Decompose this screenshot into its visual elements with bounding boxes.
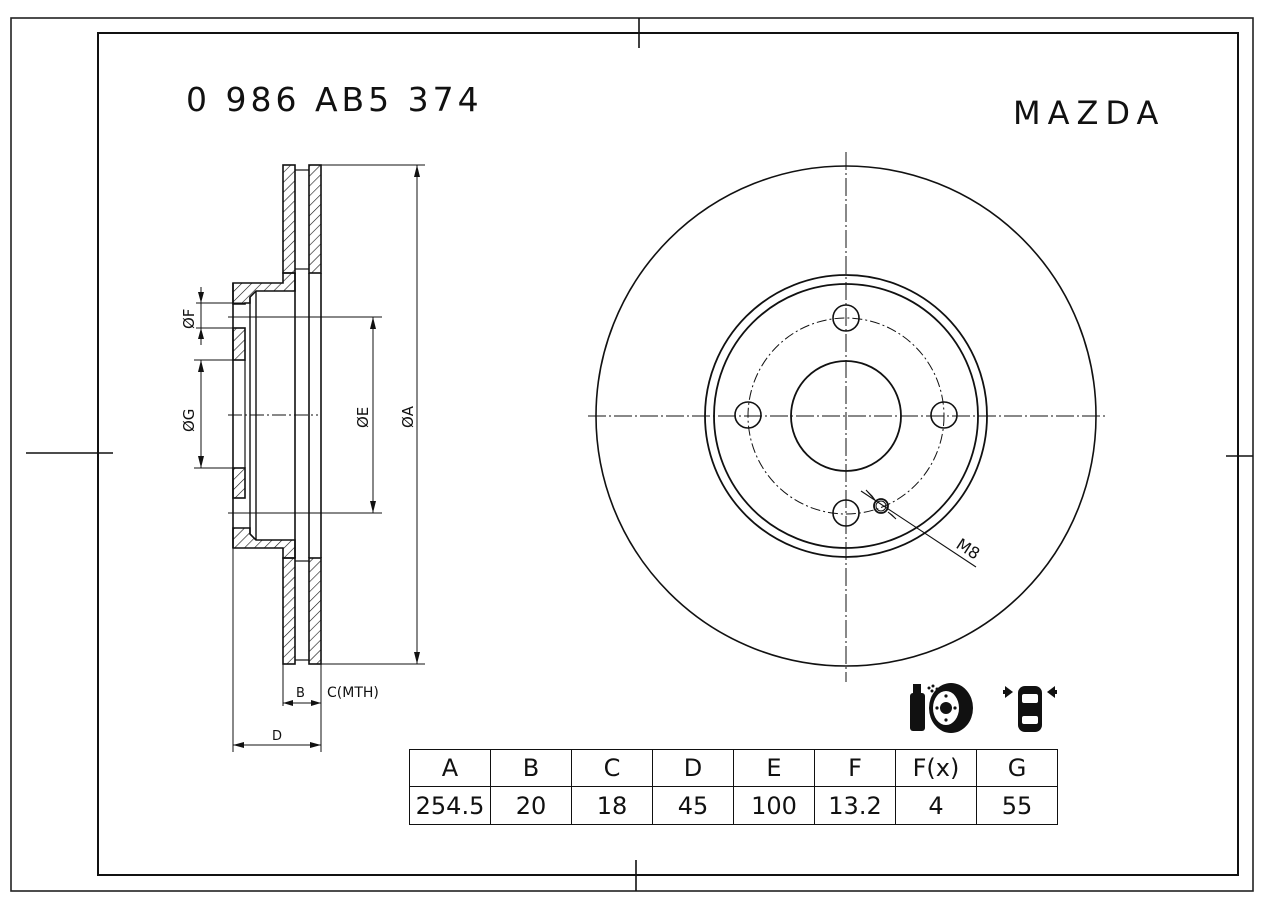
outer-frame [10, 17, 1254, 892]
label-dia-f: ØF [180, 309, 198, 329]
value-e: 100 [733, 786, 815, 825]
part-number: 0 986 AB5 374 [186, 80, 483, 119]
header-f: F [814, 749, 896, 787]
brand-name: MAZDA [1013, 94, 1166, 132]
value-c: 18 [571, 786, 653, 825]
value-f: 13.2 [814, 786, 896, 825]
label-m8: M8 [953, 534, 983, 563]
label-b: B [296, 686, 305, 701]
car-front-axle-icon [1003, 686, 1057, 732]
label-dia-e: ØE [354, 407, 372, 428]
header-b: B [490, 749, 572, 787]
label-d: D [272, 729, 282, 744]
frame-center-marks [26, 18, 1253, 891]
bolt-hole-right [930, 401, 958, 429]
front-view [588, 152, 1108, 682]
value-b: 20 [490, 786, 572, 825]
bolt-hole-left [734, 401, 762, 429]
dimension-table: A B C D E F F(x) G 254.5 20 18 45 100 13… [409, 749, 1058, 825]
label-dia-a: ØA [399, 405, 417, 428]
value-g: 55 [976, 786, 1058, 825]
header-c: C [571, 749, 653, 787]
brake-cleaner-spray-icon [910, 683, 973, 733]
thread-hole [873, 498, 889, 514]
value-a: 254.5 [409, 786, 491, 825]
header-e: E [733, 749, 815, 787]
value-d: 45 [652, 786, 734, 825]
inner-frame [97, 32, 1239, 876]
header-d: D [652, 749, 734, 787]
label-c-mth: C(MTH) [327, 685, 379, 701]
table-value-row: 254.5 20 18 45 100 13.2 4 55 [409, 786, 1058, 825]
value-fx: 4 [895, 786, 977, 825]
section-view [194, 164, 425, 752]
table-header-row: A B C D E F F(x) G [409, 749, 1058, 787]
header-g: G [976, 749, 1058, 787]
header-fx: F(x) [895, 749, 977, 787]
label-dia-g: ØG [180, 409, 198, 432]
header-a: A [409, 749, 491, 787]
